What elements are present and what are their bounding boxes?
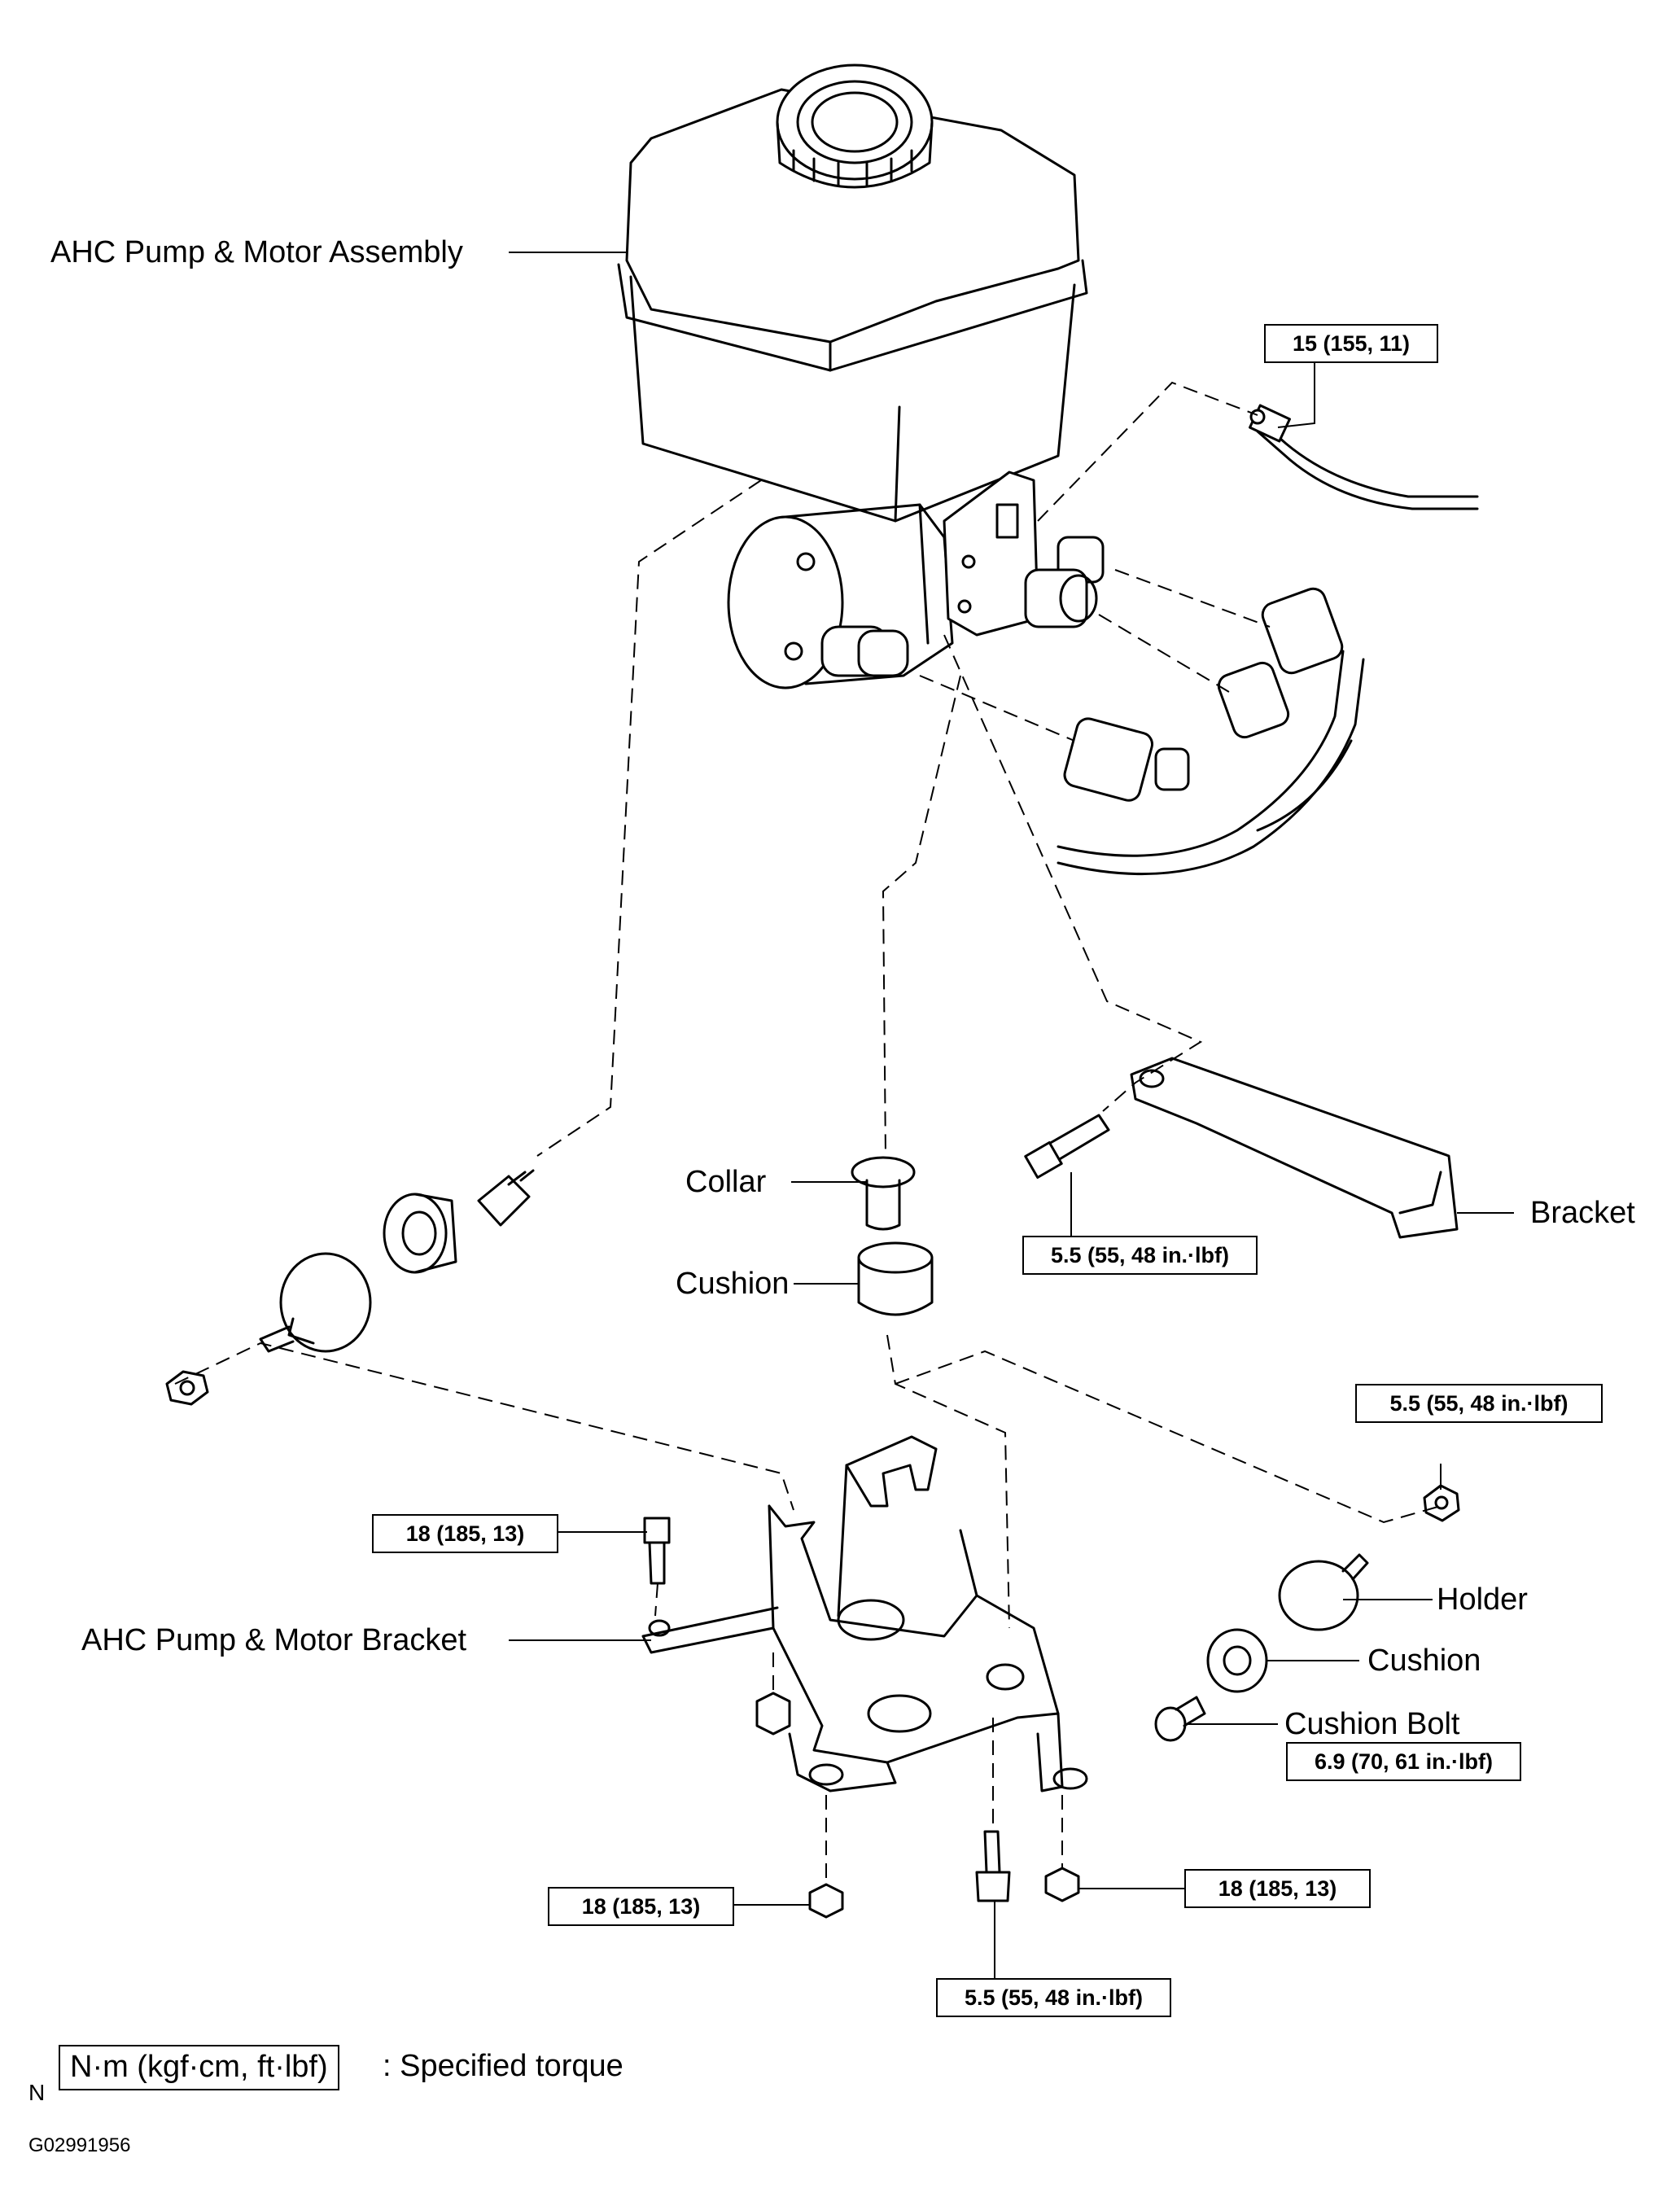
valve-body (943, 471, 1105, 637)
label-bracket: Bracket (1530, 1196, 1635, 1230)
figure-code: G02991956 (28, 2134, 131, 2156)
collar (851, 1156, 916, 1231)
label-pump-motor-bracket: AHC Pump & Motor Bracket (81, 1623, 467, 1657)
reservoir-tank (617, 88, 1088, 523)
pump-motor (727, 503, 954, 689)
bottom-left-nut (808, 1883, 844, 1919)
torque-bracket-top-bolt: 18 (185, 13) (372, 1514, 558, 1553)
holder (1278, 1553, 1369, 1631)
legend-unit-box: N·m (kgf·cm, ft·lbf) (59, 2045, 339, 2090)
label-cushion-right: Cushion (1367, 1644, 1481, 1678)
label-pump-motor-assembly: AHC Pump & Motor Assembly (50, 235, 463, 269)
label-cushion-bolt: Cushion Bolt (1284, 1707, 1460, 1741)
torque-cushion-bolt: 6.9 (70, 61 in.·lbf) (1286, 1742, 1521, 1781)
legend-text: : Specified torque (383, 2049, 623, 2083)
torque-bottom-left-nut: 18 (185, 13) (548, 1887, 734, 1926)
main-bracket (641, 1435, 1088, 1792)
torque-holder-nut: 5.5 (55, 48 in.·lbf) (1355, 1384, 1603, 1423)
bottom-right-nut (1044, 1867, 1080, 1902)
leader-lines (509, 252, 1514, 1978)
left-nut (165, 1370, 209, 1406)
legend-marker: N (28, 2080, 46, 2105)
torque-bottom-center-bolt: 5.5 (55, 48 in.·lbf) (936, 1978, 1171, 2017)
torque-pipe: 15 (155, 11) (1264, 324, 1438, 363)
cushion-bolt (1154, 1696, 1206, 1742)
left-cushion-bolt (477, 1169, 535, 1227)
label-collar: Collar (685, 1165, 767, 1199)
assembly-lines (174, 381, 1442, 1884)
bracket-left-nut (755, 1692, 791, 1736)
left-cushion (383, 1193, 457, 1274)
bracket-top-bolt (643, 1517, 671, 1585)
upper-cushion (857, 1241, 934, 1316)
hydraulic-pipe (1249, 404, 1479, 510)
support-bracket (1130, 1057, 1459, 1239)
label-cushion-upper: Cushion (676, 1267, 790, 1301)
torque-bracket-bolt: 5.5 (55, 48 in.·lbf) (1022, 1236, 1258, 1275)
reservoir-cap (776, 63, 934, 189)
wire-harness (1057, 587, 1365, 876)
label-holder: Holder (1437, 1582, 1528, 1617)
bracket-bolt (1024, 1114, 1110, 1179)
holder-nut (1423, 1484, 1460, 1522)
bottom-center-bolt (975, 1830, 1011, 1902)
torque-bottom-right-nut: 18 (185, 13) (1184, 1869, 1371, 1908)
left-holder (259, 1252, 372, 1353)
right-cushion (1206, 1628, 1268, 1693)
